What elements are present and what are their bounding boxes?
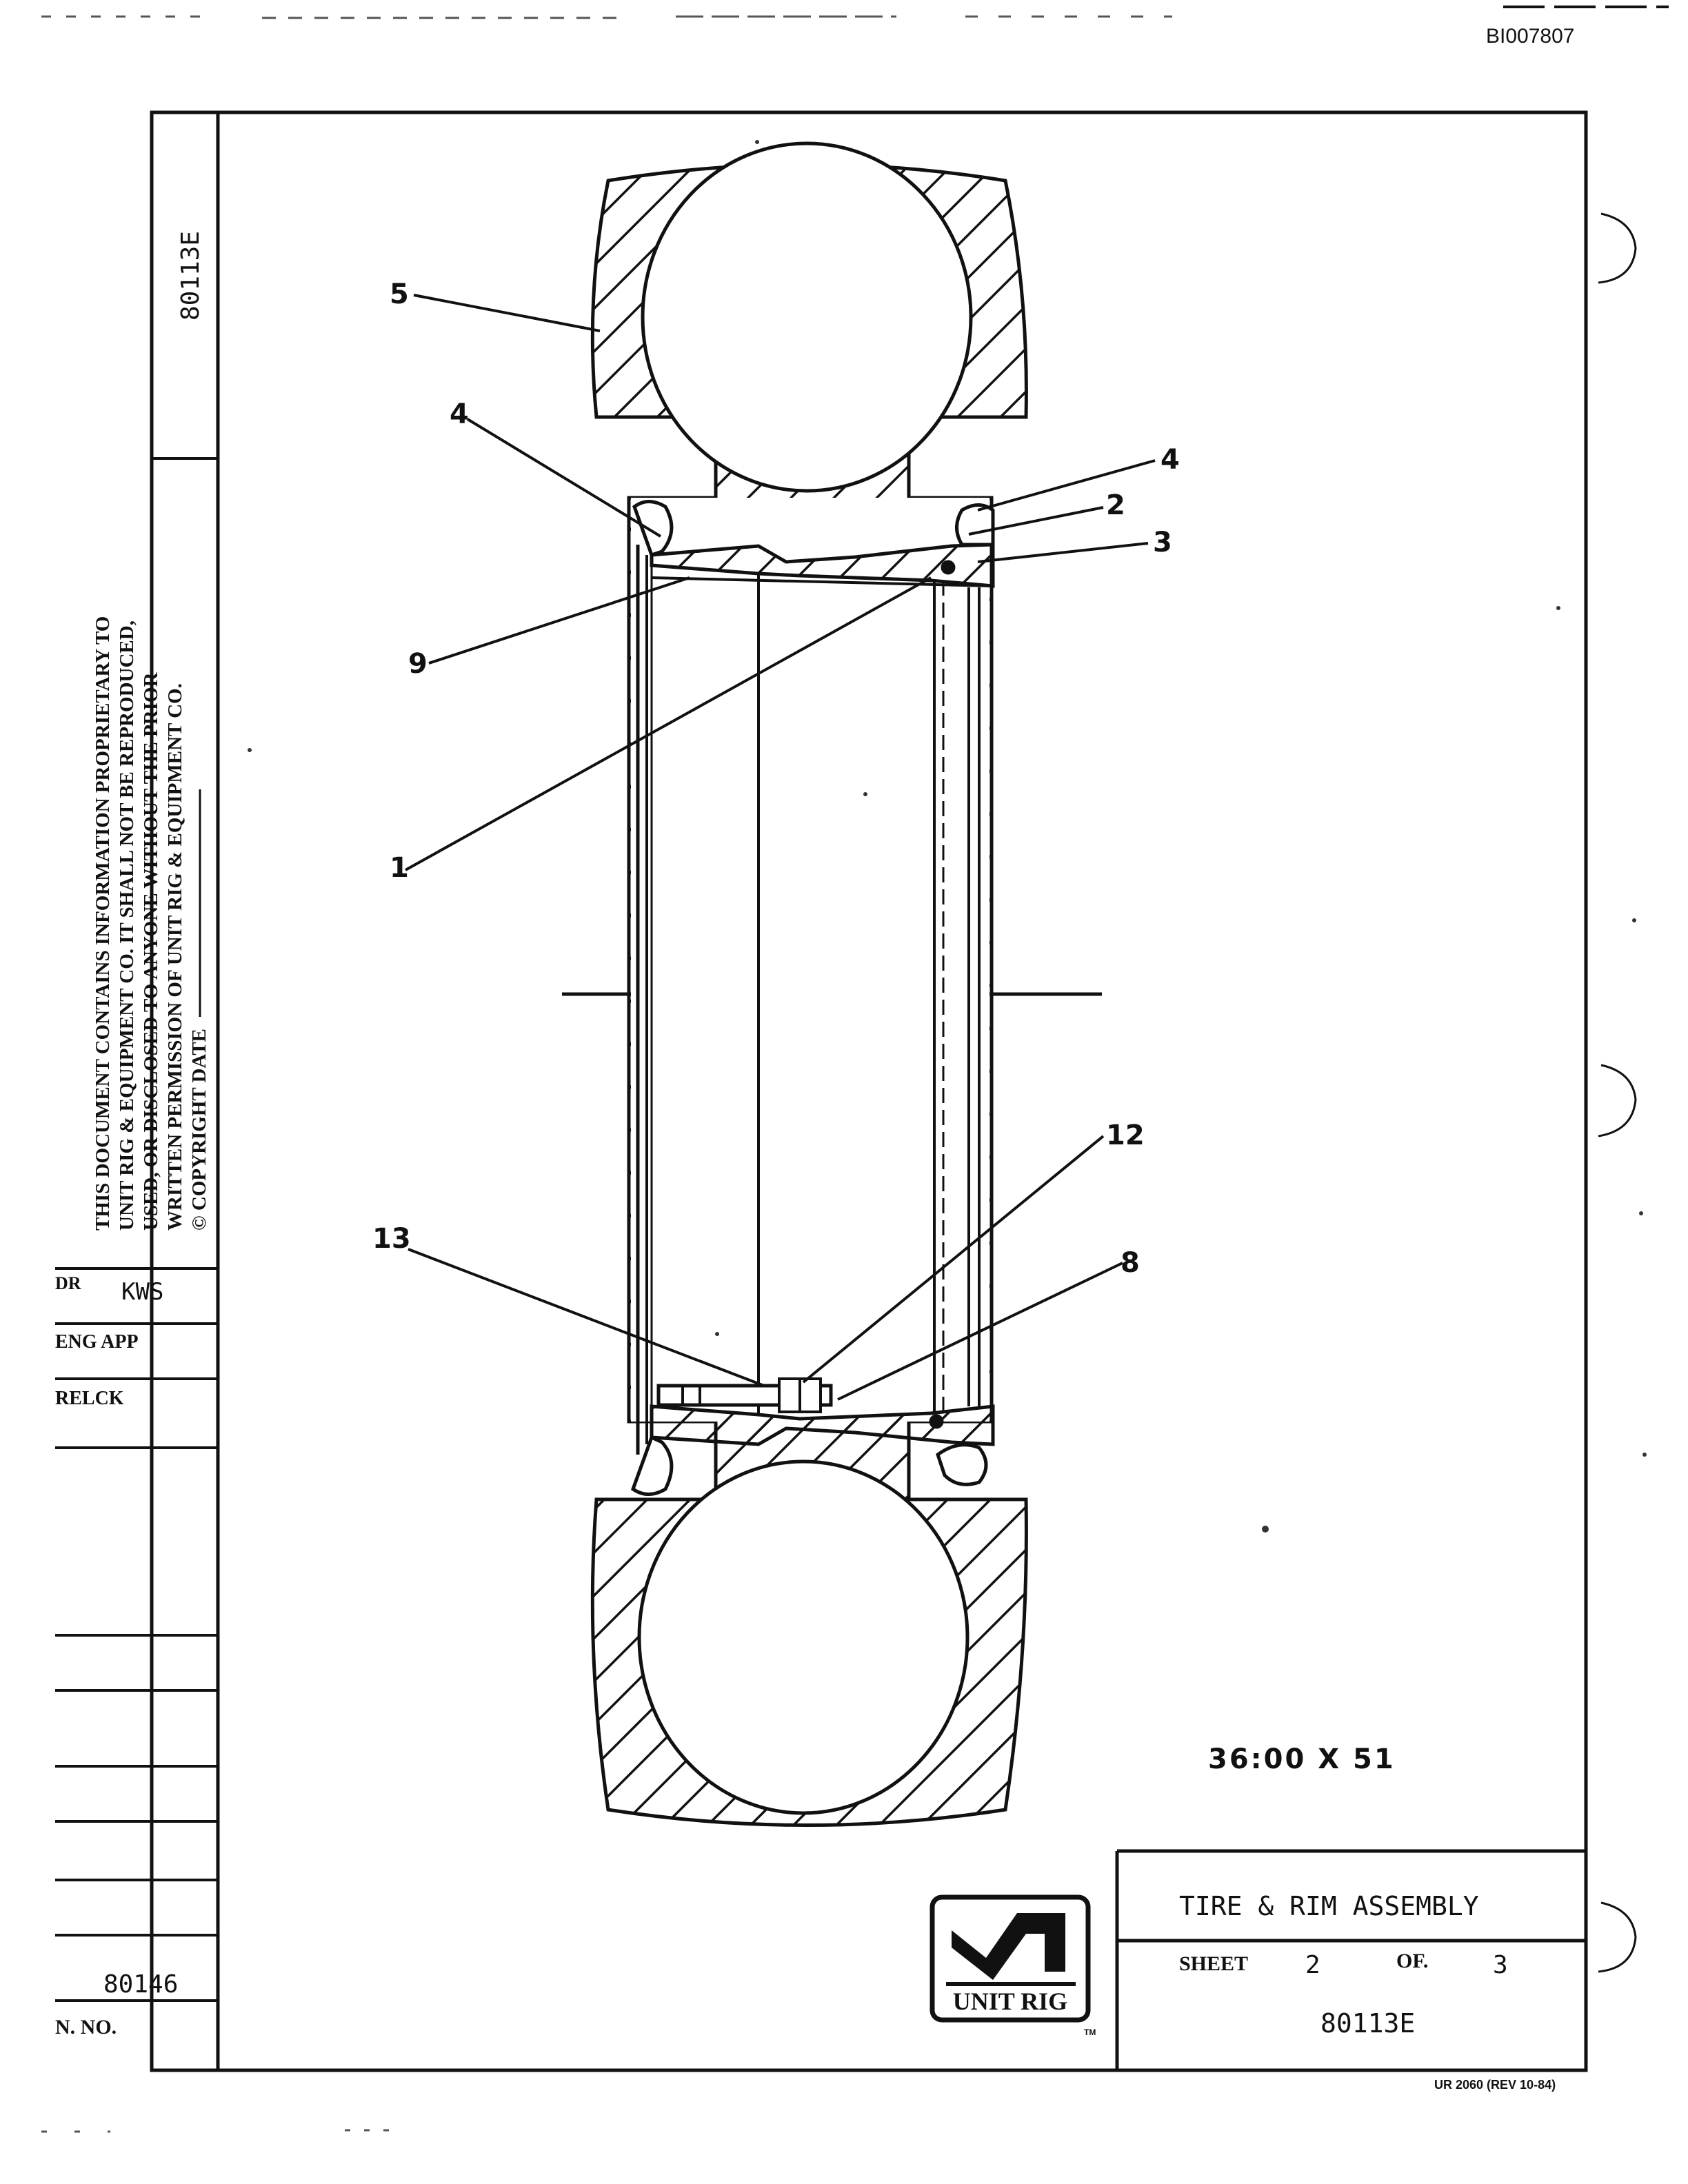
- tire-air-chamber-bottom: [637, 1459, 969, 1815]
- title-block: [1115, 1849, 1586, 2070]
- sheet-label: SHEET: [1179, 1952, 1248, 1975]
- tire-air-chamber-top: [641, 141, 973, 493]
- form-number: UR 2060 (REV 10-84): [1434, 2078, 1556, 2092]
- scan-artifacts: [41, 6, 1669, 2133]
- callout-4-right: 4: [1160, 444, 1180, 476]
- notice-line-1: THIS DOCUMENT CONTAINS INFORMATION PROPR…: [92, 616, 114, 1231]
- callout-1: 1: [390, 852, 409, 884]
- logo-text: UNIT RIG: [953, 1988, 1067, 2015]
- of-label: OF.: [1396, 1950, 1428, 1972]
- callout-4-left: 4: [450, 398, 469, 430]
- drawing-title: TIRE & RIM ASSEMBLY: [1179, 1891, 1479, 1921]
- callout-3: 3: [1153, 527, 1172, 558]
- dr-label: DR: [55, 1273, 81, 1293]
- callout-labels: 5 4 4 2 3 9 1 12 13 8: [372, 279, 1180, 1279]
- tire-size-label: 36:00 X 51: [1208, 1743, 1396, 1775]
- binder-holes: [1598, 212, 1637, 1973]
- number-label: N. NO.: [55, 2016, 117, 2039]
- drawing-border: [150, 110, 1588, 2072]
- callout-8: 8: [1121, 1247, 1140, 1279]
- drawing-number-vertical: 80113E: [177, 231, 205, 321]
- notice-line-2: UNIT RIG & EQUIPMENT CO. IT SHALL NOT BE…: [116, 620, 138, 1231]
- proprietary-notice: THIS DOCUMENT CONTAINS INFORMATION PROPR…: [92, 616, 210, 1231]
- related-number: 80146: [103, 1970, 178, 1999]
- notice-line-4: WRITTEN PERMISSION OF UNIT RIG & EQUIPME…: [164, 683, 186, 1231]
- notice-line-5: © COPYRIGHT DATE: [188, 1029, 210, 1231]
- callout-13: 13: [372, 1223, 411, 1255]
- eng-app-label: ENG APP: [55, 1331, 139, 1353]
- rim-assembly: [630, 498, 995, 1496]
- unit-rig-logo: UNIT RIG TM: [930, 1894, 1096, 2037]
- dr-value: KWS: [121, 1278, 163, 1306]
- sheet-number: 2: [1305, 1951, 1320, 1979]
- notice-line-3: USED, OR DISCLOSED TO ANYONE WITHOUT THE…: [140, 671, 162, 1231]
- document-id: BI007807: [1486, 25, 1574, 48]
- drawing-number: 80113E: [1320, 2008, 1415, 2039]
- callout-2: 2: [1106, 489, 1125, 521]
- relck-label: RELCK: [55, 1388, 124, 1409]
- scan-specks: [248, 140, 1647, 1533]
- callout-5: 5: [390, 279, 409, 310]
- leader-lines: [405, 294, 1156, 1401]
- callout-12: 12: [1106, 1120, 1145, 1151]
- callout-9: 9: [408, 648, 428, 680]
- logo-trademark: TM: [1084, 2028, 1096, 2037]
- sheet-total: 3: [1493, 1951, 1508, 1979]
